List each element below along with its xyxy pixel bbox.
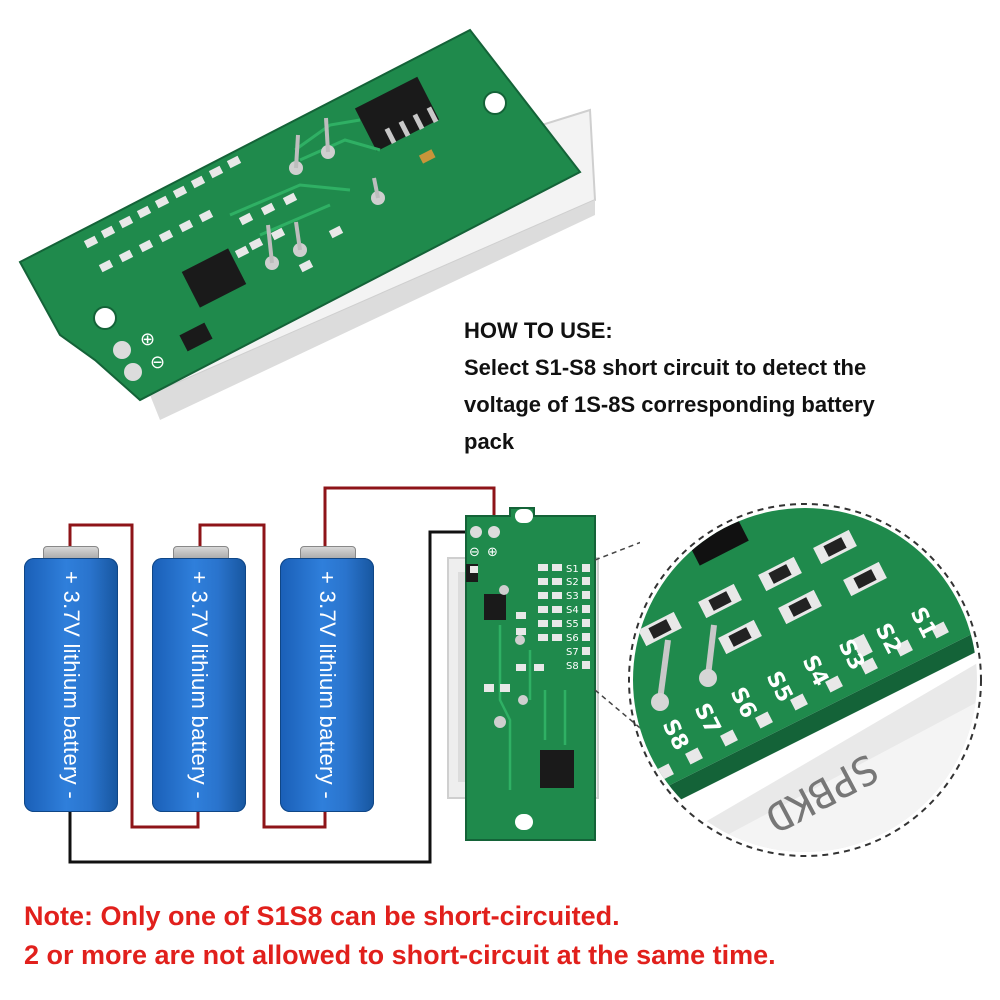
battery-label: + 3.7V lithium battery - [315, 571, 340, 799]
battery-cell: + 3.7V lithium battery - [24, 558, 118, 812]
diode-zoom [686, 513, 749, 566]
warning-note: 2 or more are not allowed to short-circu… [24, 940, 776, 970]
instructions-line: voltage of 1S-8S corresponding battery [464, 392, 875, 417]
plus-mark: ⊕ [140, 329, 155, 350]
ic-chip-small [540, 750, 574, 788]
zoom-lead-line [594, 541, 640, 561]
minus-pad [470, 526, 482, 538]
svg-text:S6: S6 [566, 633, 579, 644]
minus-mark: ⊖ [469, 545, 480, 560]
pins-zoom [651, 624, 717, 711]
ic-chip-lower [181, 248, 247, 308]
module-photo-top: ⊕ ⊖ [18, 28, 597, 420]
pcb-traces-small [498, 625, 567, 790]
capacitor [418, 149, 436, 164]
resistors-zoom [638, 529, 887, 655]
zoom-detail: SPBKD [628, 503, 982, 857]
pcb-traces [229, 118, 381, 237]
battery-label: + 3.7V lithium battery - [187, 571, 212, 799]
pad-row-zoom [656, 621, 949, 781]
svg-text:S5: S5 [566, 619, 579, 630]
minus-mark: ⊖ [150, 352, 165, 373]
svg-text:S1: S1 [566, 564, 579, 575]
instructions-line: pack [464, 429, 515, 454]
power-pad [124, 363, 142, 381]
smd-parts-small [470, 564, 562, 692]
instructions-heading: HOW TO USE: [464, 318, 613, 343]
mounting-hole [483, 91, 507, 115]
wiring-diagram: ⊖ ⊕ S1 S2 S3 S4 S5 S6 S7 S8 [68, 486, 640, 864]
regulator-chip [484, 594, 506, 620]
svg-text:S4: S4 [566, 605, 579, 616]
wire-red [68, 486, 496, 829]
smd-pad-row [83, 155, 344, 273]
pin-headers [265, 117, 385, 270]
ic-chip-top [354, 76, 440, 152]
instructions: HOW TO USE: Select S1-S8 short circuit t… [464, 312, 994, 460]
svg-text:S8: S8 [566, 661, 579, 672]
instructions-line: Select S1-S8 short circuit to detect the [464, 355, 867, 380]
pcb-board [18, 28, 582, 402]
battery-cell: + 3.7V lithium battery - [280, 558, 374, 812]
battery-label: + 3.7V lithium battery - [59, 571, 84, 799]
zoom-outline [628, 503, 982, 857]
diode [179, 322, 213, 352]
pad-labels-small: S1 S2 S3 S4 S5 S6 S7 S8 [566, 564, 579, 672]
pcb-zoom [633, 508, 977, 800]
svg-text:S3: S3 [566, 591, 579, 602]
plus-pad [488, 526, 500, 538]
power-pad [113, 341, 131, 359]
wire-black [68, 530, 476, 864]
mounting-hole [93, 306, 117, 330]
plus-mark: ⊕ [487, 545, 498, 560]
svg-text:S7: S7 [566, 647, 579, 658]
battery-cell: + 3.7V lithium battery - [152, 558, 246, 812]
svg-text:S2: S2 [566, 577, 579, 588]
zoom-lead-line [594, 689, 640, 729]
warning-note: Note: Only one of S1S8 can be short-circ… [24, 901, 620, 931]
